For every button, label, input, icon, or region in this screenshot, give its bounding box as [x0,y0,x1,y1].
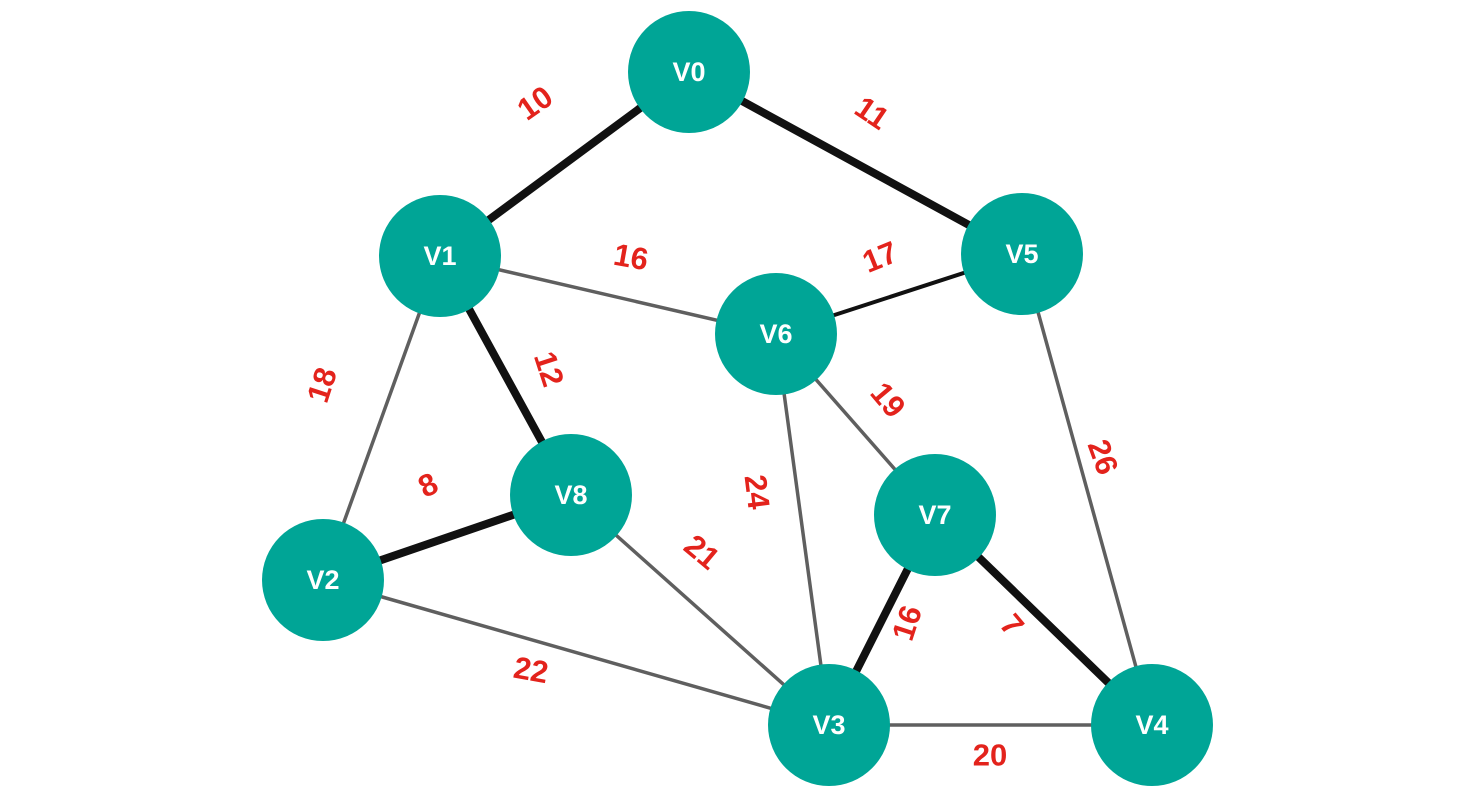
node-v7: V7 [874,454,996,576]
edge-v0-v5 [685,68,1026,258]
node-label-v3: V3 [812,710,845,740]
edge-weight-v1-v8: 12 [527,347,571,391]
edge-weight-v1-v6: 16 [611,237,651,277]
node-label-v7: V7 [918,500,951,530]
edges-layer [319,68,1156,729]
node-label-v0: V0 [672,57,705,87]
edge-weight-v6-v3: 24 [738,473,777,512]
node-circle-v8 [510,434,632,556]
node-circle-v2 [262,519,384,641]
node-label-v2: V2 [306,565,339,595]
node-v8: V8 [510,434,632,556]
node-label-v4: V4 [1135,710,1168,740]
node-circle-v1 [379,195,501,317]
node-circle-v7 [874,454,996,576]
edge-weight-v2-v3: 22 [511,650,551,690]
edge-weight-v8-v3: 21 [678,528,727,577]
edge-weight-v6-v7: 19 [864,376,913,425]
edge-weight-v3-v4: 20 [973,738,1007,773]
node-label-v6: V6 [759,319,792,349]
node-v4: V4 [1091,664,1213,786]
edge-v2-v3 [321,578,831,727]
node-circle-v0 [628,11,750,133]
edge-weight-v0-v5: 11 [849,89,896,136]
edge-weight-v7-v4: 7 [993,607,1031,643]
node-v3: V3 [768,664,890,786]
node-v2: V2 [262,519,384,641]
node-v1: V1 [379,195,501,317]
node-label-v1: V1 [423,241,456,271]
node-circle-v6 [715,273,837,395]
edge-v6-v3 [774,332,831,727]
node-v6: V6 [715,273,837,395]
node-label-v5: V5 [1005,239,1038,269]
edge-v5-v4 [1020,252,1154,727]
node-circle-v4 [1091,664,1213,786]
node-circle-v5 [961,193,1083,315]
node-circle-v3 [768,664,890,786]
edge-weight-v1-v2: 18 [300,363,344,407]
edge-weight-v5-v6: 17 [857,234,902,279]
node-v5: V5 [961,193,1083,315]
edge-weight-v8-v2: 8 [413,465,444,504]
node-label-v8: V8 [554,480,587,510]
node-v0: V0 [628,11,750,133]
edge-weight-v0-v1: 10 [511,79,559,127]
edge-weight-v5-v4: 26 [1081,435,1126,479]
